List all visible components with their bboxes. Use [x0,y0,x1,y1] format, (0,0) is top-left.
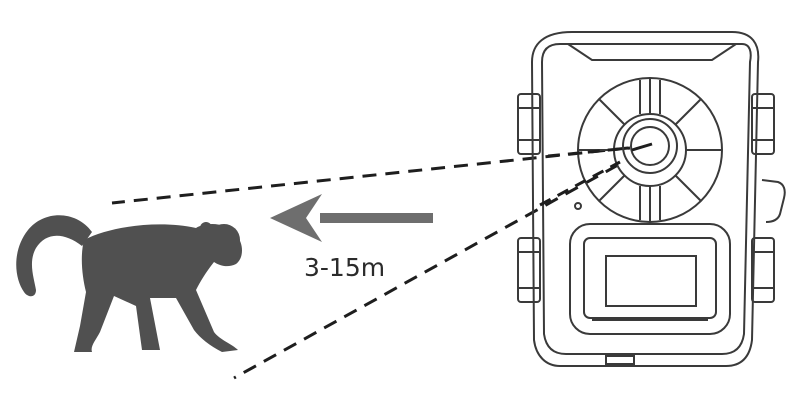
pir-window-outer [569,223,731,335]
indicator-led [574,202,582,210]
right-clip-lower [751,237,775,303]
strap-hook [761,179,786,223]
camera-housing [530,31,760,367]
left-clip-lower [517,237,541,303]
trail-camera-icon [517,31,786,367]
lens-inner [630,126,670,166]
bottom-latch [605,355,635,365]
camera-face [540,43,752,355]
left-clip-upper [517,93,541,155]
detection-cone [111,146,629,380]
detection-line-lower [233,163,619,380]
monkey-silhouette-icon [16,215,242,352]
right-clip-upper [751,93,775,155]
pir-window-frame [583,237,717,319]
camera-top-band [567,43,737,61]
detection-cone-over-camera [539,146,631,207]
arrow-left-icon [270,194,433,242]
pir-lens [605,255,697,307]
distance-label: 3-15m [304,253,385,282]
lens-pointer [631,142,653,152]
detection-line-upper [111,146,629,205]
ir-segment-dividers [578,78,722,222]
lens-outer [622,118,678,174]
